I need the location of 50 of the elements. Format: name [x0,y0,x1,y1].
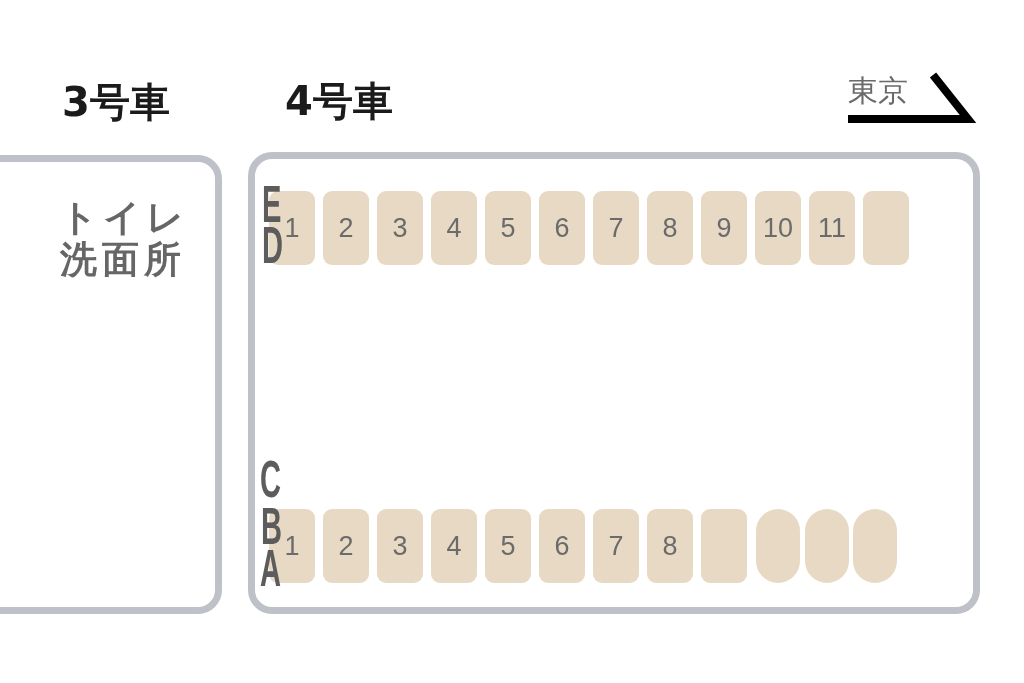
seat [593,191,639,265]
seat [853,509,897,583]
seat-number: 9 [716,213,732,243]
seat-number: 2 [338,213,354,243]
seat [323,191,369,265]
seat [647,191,693,265]
seat [485,191,531,265]
row-letter: B [261,507,283,545]
seat [485,509,531,583]
seat-number: 7 [608,213,624,243]
seat-number: 8 [662,531,678,561]
seat [539,509,585,583]
seat [323,509,369,583]
seat [377,191,423,265]
seat-number: 5 [500,213,516,243]
seat-number: 3 [392,531,408,561]
seat [431,191,477,265]
seat-number: 10 [762,213,793,243]
seat-number: 2 [338,531,354,561]
seat-number: 4 [446,531,462,561]
seat-number: 4 [446,213,462,243]
seat [804,509,849,583]
seat-number: 5 [500,531,516,561]
seat-number: 1 [284,213,300,243]
seat [756,509,800,583]
seat-number: 8 [662,213,678,243]
direction-label: 東京 [848,74,908,108]
seat [431,509,477,583]
seat [593,509,639,583]
seat-number: 1 [284,531,300,561]
seat-number: 6 [554,531,570,561]
seat [809,191,855,265]
row-letter: C [260,460,282,498]
car-number-heading: 4号車 [285,79,393,123]
seat [647,509,693,583]
seat-number: 3 [392,213,408,243]
seat [539,191,585,265]
seat-number: 6 [554,213,570,243]
facility-label: トイレ洗面所 [60,197,190,281]
seat-number: 11 [818,213,846,243]
row-letter: D [262,226,284,264]
seat-number: 7 [608,531,624,561]
seat [701,191,747,265]
seat [377,509,423,583]
row-letter: E [262,185,282,223]
row-letter: A [260,549,282,587]
car-number-heading: 3号車 [62,80,170,124]
seat [863,191,909,265]
seat [755,191,801,265]
seat [701,509,747,583]
